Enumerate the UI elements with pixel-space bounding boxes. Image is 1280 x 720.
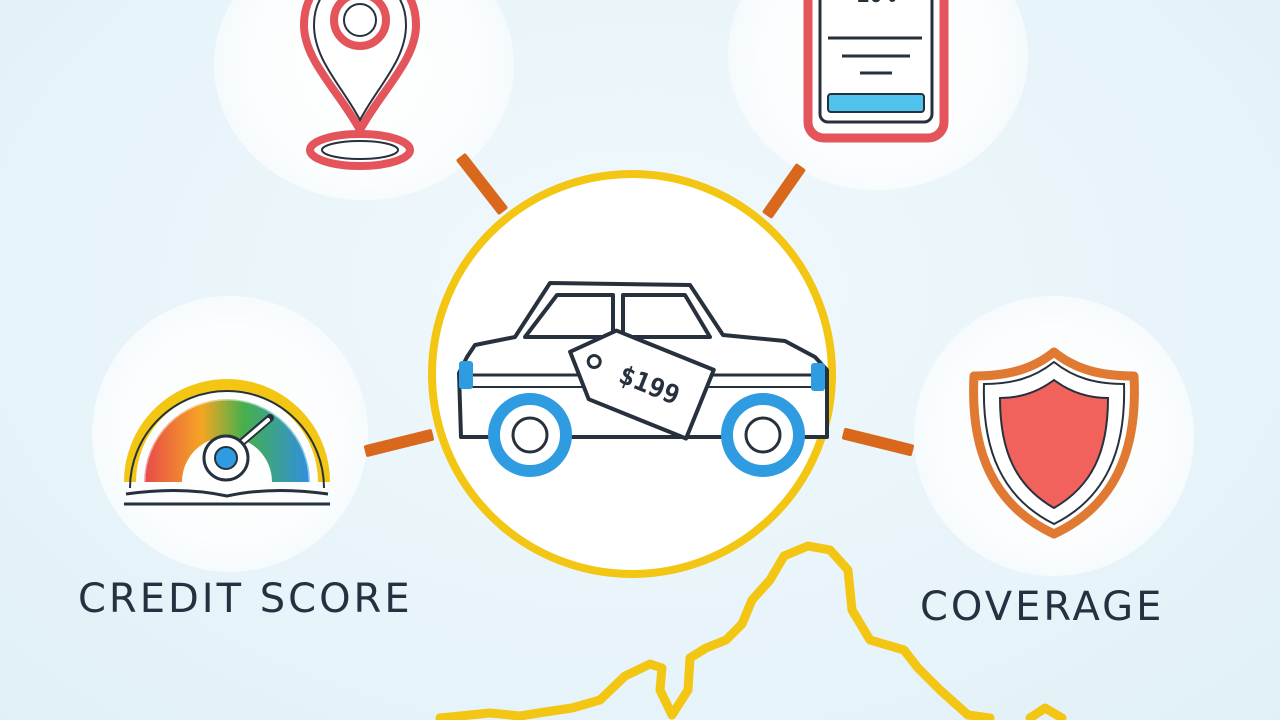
car-with-price-tag-icon: $199 [455,275,835,477]
coverage-label: COVERAGE [920,584,1165,630]
price-tag: $199 [555,313,716,443]
shield-icon [966,347,1142,540]
credit-gauge-icon [122,356,332,516]
credit-score-label: CREDIT SCORE [78,576,413,622]
map-pin-icon [298,0,426,170]
discount-text: 10% [856,0,896,8]
discount-card-icon: 10% [802,0,952,146]
